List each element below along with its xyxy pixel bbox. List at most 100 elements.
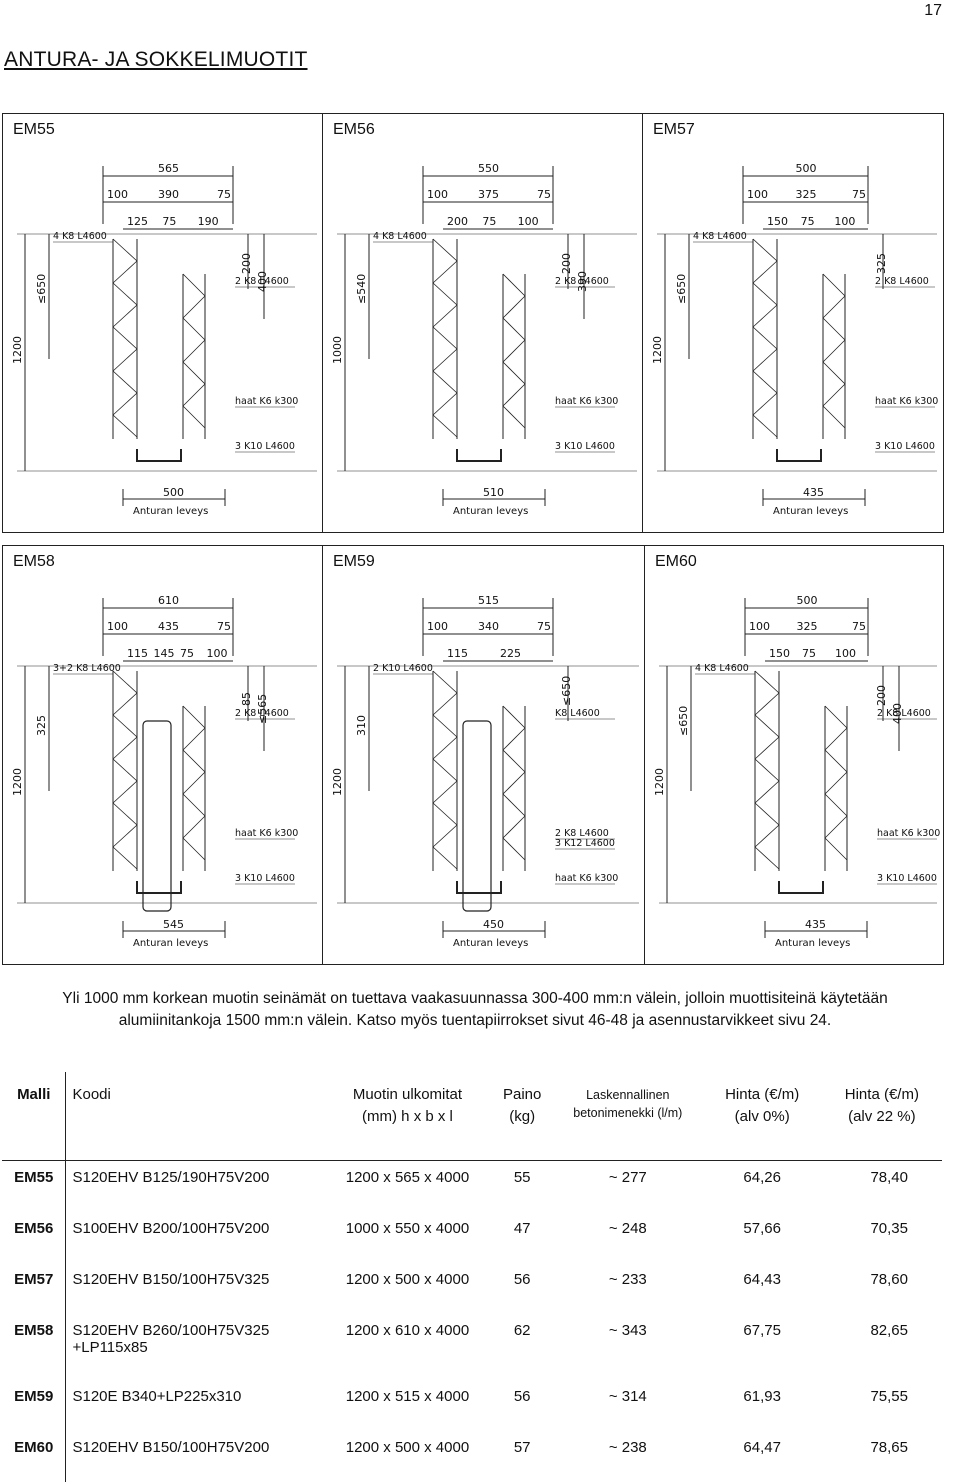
truss-diagonal bbox=[432, 736, 458, 760]
cell-hinta-0: 67,75 bbox=[743, 1322, 781, 1339]
dimension-label: 200 bbox=[560, 253, 573, 274]
dimension-label: 115 bbox=[127, 647, 148, 660]
dimension-label: 75 bbox=[217, 188, 231, 201]
truss-diagonal bbox=[432, 282, 458, 306]
cell-mitat: 1200 x 515 x 4000 bbox=[345, 1388, 470, 1405]
rebar-label: haat K6 k300 bbox=[875, 396, 938, 407]
truss-diagonal bbox=[502, 361, 526, 385]
rebar-label: 3 K12 L4600 bbox=[555, 838, 615, 849]
truss-diagonal bbox=[754, 692, 780, 716]
truss-diagonal bbox=[754, 780, 780, 804]
truss-diagonal bbox=[824, 815, 848, 839]
truss-diagonal bbox=[822, 295, 846, 319]
truss-diagonal bbox=[502, 837, 526, 861]
cell-malli: EM55 bbox=[2, 1160, 67, 1212]
header-koodi: Koodi bbox=[72, 1086, 111, 1103]
cell-koodi: S120EHV B260/100H75V325+LP115x85 bbox=[66, 1314, 324, 1380]
dimension-label: 190 bbox=[198, 215, 219, 228]
truss-diagonal bbox=[182, 273, 206, 297]
cell-betoni: ~ 233 bbox=[608, 1271, 647, 1288]
header-mitat-line2: (mm) h x b x l bbox=[362, 1108, 453, 1125]
rebar-label: 3 K10 L4600 bbox=[555, 441, 615, 452]
footing-label: Anturan leveys bbox=[775, 938, 850, 949]
header-mitat: Muotin ulkomitat (mm) h x b x l bbox=[323, 1072, 491, 1161]
truss-diagonal bbox=[754, 802, 780, 826]
dimension-label: 100 bbox=[747, 188, 768, 201]
rebar-label: 3 K10 L4600 bbox=[875, 441, 935, 452]
truss-diagonal bbox=[502, 771, 526, 795]
dimension-label: 325 bbox=[796, 188, 817, 201]
dimension-label: 75 bbox=[801, 215, 815, 228]
spec-table: Malli Koodi Muotin ulkomitat(mm) h x b x… bbox=[2, 1072, 942, 1482]
page-number: 17 bbox=[924, 2, 942, 19]
dimension-label: 100 bbox=[518, 215, 539, 228]
dimension-label: 435 bbox=[803, 486, 824, 499]
dimension-label: 610 bbox=[158, 594, 179, 607]
truss-diagonal bbox=[432, 846, 458, 870]
truss-diagonal bbox=[824, 793, 848, 817]
truss-diagonal bbox=[824, 837, 848, 861]
truss-diagonal bbox=[182, 815, 206, 839]
truss-diagonal bbox=[112, 714, 138, 738]
truss-diagonal bbox=[112, 802, 138, 826]
truss-diagonal bbox=[752, 326, 778, 350]
dimension-label: 375 bbox=[478, 188, 499, 201]
truss-diagonal bbox=[502, 339, 526, 363]
truss-diagonal bbox=[432, 348, 458, 372]
truss-diagonal bbox=[112, 392, 138, 416]
rebar-label: K8 L4600 bbox=[555, 708, 600, 719]
dimension-label: 325 bbox=[35, 715, 48, 736]
truss-diagonal bbox=[182, 771, 206, 795]
dimension-label: 545 bbox=[163, 918, 184, 931]
header-hinta-0-line1: Hinta (€/m) bbox=[725, 1086, 800, 1103]
dimension-label: 75 bbox=[162, 215, 176, 228]
truss-diagonal bbox=[752, 414, 778, 438]
rebar-label: 2 K8 L4600 bbox=[555, 828, 609, 839]
truss-diagonal bbox=[752, 260, 778, 284]
cell-koodi-line1: S120EHV B150/100H75V325 bbox=[72, 1271, 270, 1288]
dimension-label: 75 bbox=[537, 188, 551, 201]
cell-betoni: ~ 343 bbox=[608, 1322, 647, 1339]
cell-koodi-line1: S100EHV B200/100H75V200 bbox=[72, 1220, 270, 1237]
dimension-label: 510 bbox=[483, 486, 504, 499]
panel-label: EM58 bbox=[13, 553, 55, 570]
dimension-label: 500 bbox=[797, 594, 818, 607]
cell-malli: EM56 bbox=[2, 1212, 67, 1263]
header-mitat-line1: Muotin ulkomitat bbox=[352, 1086, 463, 1103]
header-hinta-0-line2: (alv 0%) bbox=[734, 1108, 790, 1125]
rebar-label: 3 K10 L4600 bbox=[235, 873, 295, 884]
truss-diagonal bbox=[432, 392, 458, 416]
truss-diagonal bbox=[432, 824, 458, 848]
insert-box bbox=[142, 720, 172, 912]
cell-malli: EM59 bbox=[2, 1380, 67, 1431]
dimension-label: 85 bbox=[240, 692, 253, 706]
truss-diagonal bbox=[112, 670, 138, 694]
cell-hinta-22: 82,65 bbox=[870, 1322, 908, 1339]
rebar-label: 2 K8 L4600 bbox=[235, 276, 289, 287]
dimension-label: 390 bbox=[158, 188, 179, 201]
dimension-label: 200 bbox=[240, 253, 253, 274]
dimension-label: 1200 bbox=[331, 768, 344, 796]
rebar-label: 4 K8 L4600 bbox=[693, 231, 747, 242]
stirrup-bar bbox=[778, 881, 824, 894]
dimension-label: 565 bbox=[158, 162, 179, 175]
dimension-label: 100 bbox=[107, 620, 128, 633]
truss-diagonal bbox=[182, 339, 206, 363]
truss-diagonal bbox=[502, 749, 526, 773]
truss-diagonal bbox=[502, 317, 526, 341]
truss-diagonal bbox=[432, 670, 458, 694]
rebar-label: haat K6 k300 bbox=[235, 828, 298, 839]
truss-diagonal bbox=[112, 692, 138, 716]
cell-koodi-line2: +LP115x85 bbox=[72, 1339, 148, 1356]
cell-malli: EM60 bbox=[2, 1431, 67, 1482]
cell-malli: EM58 bbox=[2, 1314, 67, 1380]
truss-diagonal bbox=[182, 361, 206, 385]
cell-paino: 47 bbox=[513, 1220, 531, 1237]
truss-diagonal bbox=[432, 714, 458, 738]
